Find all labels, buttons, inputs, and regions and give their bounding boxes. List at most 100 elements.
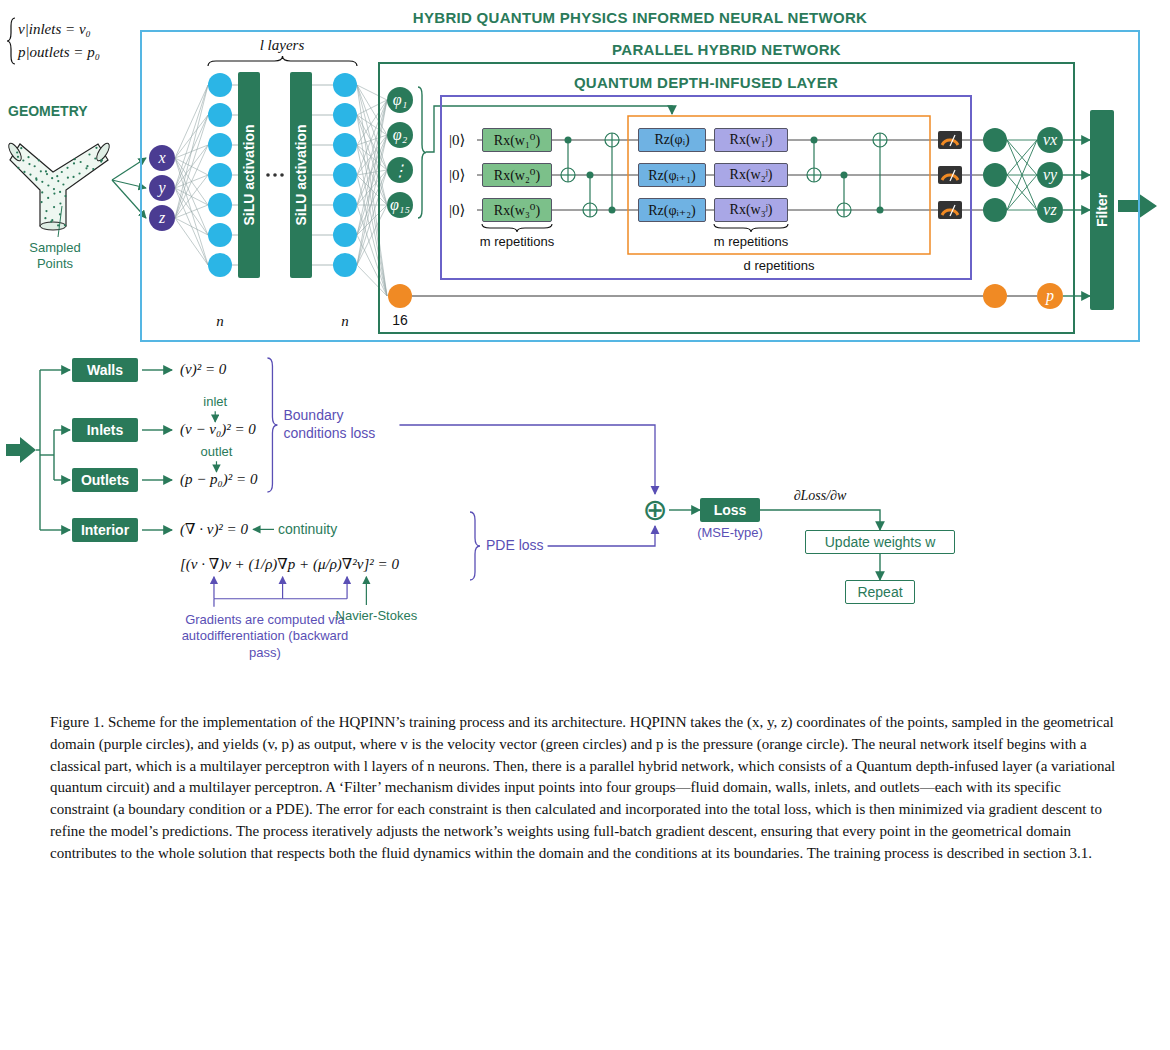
weight-line [357,135,387,265]
node-label: SiLU activation [241,124,257,225]
sample-point [92,168,94,170]
pressure-neuron [983,284,1007,308]
sample-point [100,161,102,163]
constraint-box: Loss(MSE-type) [700,498,760,522]
weight-line [312,85,333,86]
node-label: Rz(φᵢ) [654,132,689,148]
sampled-points-label: Sampled Points [10,240,100,273]
constraint-box: Outlets [72,468,138,492]
block-title: QUANTUM DEPTH-INFUSED LAYER [442,74,970,91]
hidden-neuron [333,193,357,217]
cnot-line [813,140,814,182]
sample-point [47,197,49,199]
neuron-node: vx [1037,127,1063,153]
cnot-target [589,203,590,217]
sample-point [34,165,36,167]
neuron-node: p [1037,283,1063,309]
node-label: Rx(w₃ʲ) [730,202,773,218]
sample-point [53,193,55,195]
neuron-node: x [149,145,175,171]
split-arrow [54,429,70,430]
weight-line [1007,140,1037,175]
measurement-meter [942,210,958,215]
weight-line [1007,175,1037,210]
split-arrow [40,369,70,370]
step-box: Update weights w [805,530,955,554]
activation-bar: Filter [1090,110,1114,310]
node-label: Rx(w₂⁰) [494,167,540,184]
sample-point [41,191,43,193]
sample-point [73,162,75,164]
node-label: y [158,179,165,197]
node-label: Rx(w₂ʲ) [730,167,773,183]
cnot-control [811,137,818,144]
sample-point [22,159,24,161]
sample-point [88,153,90,155]
pipe-opening [40,222,66,230]
cnot-target [583,203,597,217]
sample-point [20,147,22,149]
brace [714,224,788,232]
cnot-control [609,207,616,214]
weight-line [357,205,387,265]
weight-line [357,170,387,235]
sample-point [17,156,19,158]
neuron-count: n [341,312,349,331]
gradient-arrow [346,577,347,599]
sample-point [17,167,19,169]
qubit-state: |0⟩ [449,131,465,150]
cnot-target [605,133,619,147]
measurement-meter [938,131,962,149]
sample-point [44,217,46,219]
weight-line [175,188,208,265]
weight-line [175,175,208,218]
neuron-count: n [216,312,224,331]
weight-line [1007,140,1037,210]
hidden-neuron [208,103,232,127]
sample-point [45,170,47,172]
weight-line [175,218,208,235]
sample-point [57,180,59,182]
callout-label: continuity [278,521,337,539]
quantum-gate: Rx(w₁⁰) [482,128,552,152]
neuron-node: φ₁₅ [387,192,413,218]
ellipsis-dot [280,173,284,177]
node-label: vy [1043,166,1057,184]
activation-bar: SiLU activation [238,72,260,278]
sample-point [64,224,66,226]
weight-line [175,145,208,218]
measurement-meter [950,135,955,146]
loss-equation: [(v · ∇)v + (1/ρ)∇p + (μ/ρ)∇²v]² = 0 [180,555,399,574]
node-label: ⊕ [642,495,667,525]
measurement-meter [950,205,955,216]
node-label: φ₁ [393,91,407,109]
sample-point [28,163,30,165]
pressure-line [412,296,983,297]
weight-line [1007,175,1037,210]
note-label: Gradients are computed via autodifferent… [175,612,355,661]
hidden-neuron [208,73,232,97]
neuron-node: vy [1037,162,1063,188]
sample-point [56,175,58,177]
output-arrow [1118,193,1157,219]
hidden-neuron [333,223,357,247]
pressure-neuron [388,284,412,308]
measurement-meter [938,166,962,184]
measurement-meter [942,175,958,180]
gradient-arrow [213,577,214,599]
quantum-gate: Rx(w₃⁰) [482,198,552,222]
sample-point [40,170,42,172]
sample-point [23,171,25,173]
loss-line [399,425,655,494]
loss-equation: (v)² = 0 [180,360,226,379]
step-box: Repeat [845,580,915,604]
brace [7,18,15,64]
weight-line [357,205,387,235]
cnot-control [877,207,884,214]
qubit-state: |0⟩ [449,201,465,220]
sample-point [59,202,61,204]
brace [418,87,426,218]
loss-equation: (∇ · v)² = 0 [180,520,248,539]
cnot-target [807,168,821,182]
loss-equation: (p − p₀)² = 0 [180,470,257,489]
